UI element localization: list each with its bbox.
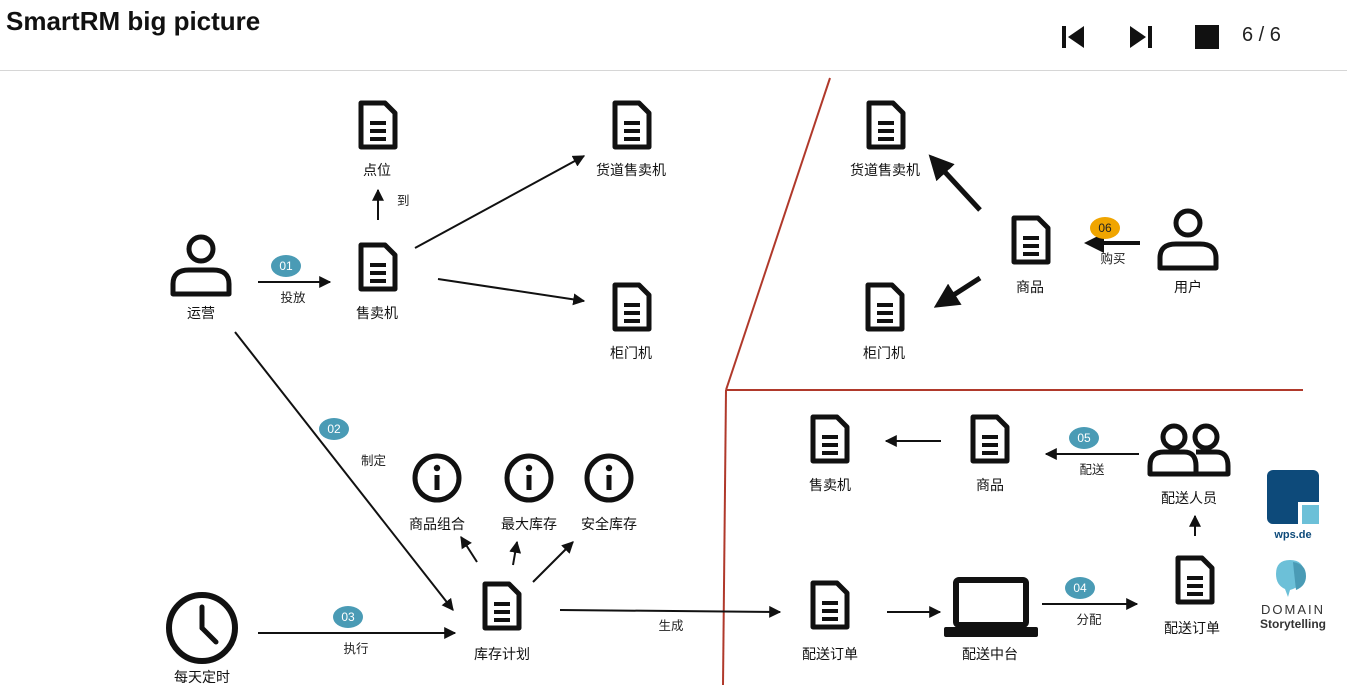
work-object-lane-vending-right[interactable]: 货道售卖机 — [850, 103, 920, 179]
step06-label: 购买 — [1100, 251, 1125, 266]
divider-line-vertical — [722, 389, 727, 686]
actor-user[interactable]: 用户 — [1160, 211, 1216, 296]
actor-daily-timer[interactable]: 每天定时 — [166, 592, 238, 686]
work-object-vending-machine[interactable]: 售卖机 — [356, 245, 398, 322]
work-object-cabinet-vending[interactable]: 柜门机 — [610, 285, 652, 362]
actor-operator-label: 运营 — [187, 306, 215, 322]
arrow-machine-to-cabinet — [437, 278, 586, 306]
work-object-delivery-order-left[interactable]: 配送订单 — [802, 583, 858, 663]
domain-logo-line1: DOMAIN — [1261, 602, 1325, 617]
skip-to-end-icon[interactable] — [1126, 24, 1154, 50]
user-label: 用户 — [1174, 279, 1202, 296]
skip-to-start-icon[interactable] — [1060, 24, 1088, 50]
wps-logo: wps.de — [1267, 470, 1319, 541]
domain-storytelling-logo: DOMAIN Storytelling — [1260, 560, 1326, 631]
product-bottom-label: 商品 — [976, 478, 1004, 494]
svg-text:05: 05 — [1077, 431, 1091, 445]
delivery-order-left-label: 配送订单 — [802, 647, 858, 663]
lane-vending-right-label: 货道售卖机 — [850, 162, 920, 179]
lane-vending-label: 货道售卖机 — [596, 162, 666, 179]
step-badge-04: 04 — [1065, 577, 1095, 599]
safe-stock-label: 安全库存 — [581, 516, 637, 533]
actor-operator[interactable]: 运营 — [173, 237, 229, 322]
info-safe-stock[interactable]: 安全库存 — [581, 456, 637, 533]
page-title: SmartRM big picture — [6, 6, 261, 36]
work-object-cabinet-vending-right[interactable]: 柜门机 — [863, 285, 905, 362]
max-stock-label: 最大库存 — [501, 517, 557, 533]
step-badge-02: 02 — [319, 418, 349, 440]
arrow-machine-to-lane — [414, 155, 586, 249]
info-product-combo[interactable]: 商品组合 — [409, 456, 465, 533]
laptop-icon[interactable]: 配送中台 — [944, 577, 1038, 663]
work-object-lane-vending[interactable]: 货道售卖机 — [596, 103, 666, 179]
to-label: 到 — [397, 193, 410, 208]
arrow-product-to-cabinet — [933, 275, 982, 308]
header-bar: SmartRM big picture 6 / 6 — [0, 0, 1347, 71]
daily-timer-label: 每天定时 — [174, 670, 230, 686]
work-object-product-top[interactable]: 商品 — [1014, 218, 1048, 296]
work-object-product-bottom[interactable]: 商品 — [973, 417, 1007, 494]
product-top-label: 商品 — [1016, 280, 1044, 296]
step02-label: 制定 — [361, 453, 386, 468]
actor-delivery-staff[interactable]: 配送人员 — [1147, 423, 1231, 507]
svg-text:01: 01 — [279, 259, 293, 273]
vending-machine-right-label: 售卖机 — [809, 478, 851, 494]
vending-machine-label: 售卖机 — [356, 306, 398, 322]
work-object-vending-machine-right[interactable]: 售卖机 — [809, 417, 851, 494]
cabinet-vending-right-label: 柜门机 — [863, 346, 905, 362]
step03-label: 执行 — [343, 641, 368, 656]
svg-text:04: 04 — [1073, 581, 1087, 595]
step-badge-03: 03 — [333, 606, 363, 628]
step05-label: 配送 — [1079, 462, 1105, 477]
generate-label: 生成 — [658, 618, 683, 633]
svg-text:02: 02 — [327, 422, 341, 436]
work-object-inventory-plan[interactable]: 库存计划 — [474, 584, 530, 663]
product-combo-label: 商品组合 — [409, 517, 465, 533]
step01-label: 投放 — [280, 290, 306, 305]
work-object-delivery-order-right[interactable]: 配送订单 — [1164, 558, 1220, 637]
point-label: 点位 — [363, 163, 391, 179]
step04-label: 分配 — [1076, 612, 1102, 627]
page-indicator: 6 / 6 — [1242, 24, 1281, 46]
svg-text:03: 03 — [341, 610, 355, 624]
inventory-plan-label: 库存计划 — [474, 647, 530, 663]
info-max-stock[interactable]: 最大库存 — [501, 456, 557, 533]
step-badge-01: 01 — [271, 255, 301, 277]
wps-logo-text: wps.de — [1273, 529, 1311, 541]
work-object-point[interactable]: 点位 — [361, 103, 395, 179]
step-badge-05: 05 — [1069, 427, 1099, 449]
arrow-product-to-lane — [928, 154, 982, 212]
arrow-operator-to-plan — [234, 331, 454, 611]
divider-line-diagonal — [725, 77, 831, 391]
svg-text:06: 06 — [1098, 221, 1112, 235]
arrow-plan-to-delivery-order — [559, 605, 782, 618]
arrow-plan-to-safe — [532, 541, 574, 583]
delivery-staff-label: 配送人员 — [1161, 491, 1217, 507]
delivery-order-right-label: 配送订单 — [1164, 621, 1220, 637]
arrow-plan-to-combo — [460, 535, 478, 563]
stop-icon[interactable] — [1194, 24, 1220, 50]
domain-logo-line2: Storytelling — [1260, 617, 1326, 631]
arrow-plan-to-max — [509, 540, 522, 566]
delivery-center-label: 配送中台 — [962, 647, 1018, 663]
step-badge-06: 06 — [1090, 217, 1120, 239]
cabinet-vending-label: 柜门机 — [610, 346, 652, 362]
